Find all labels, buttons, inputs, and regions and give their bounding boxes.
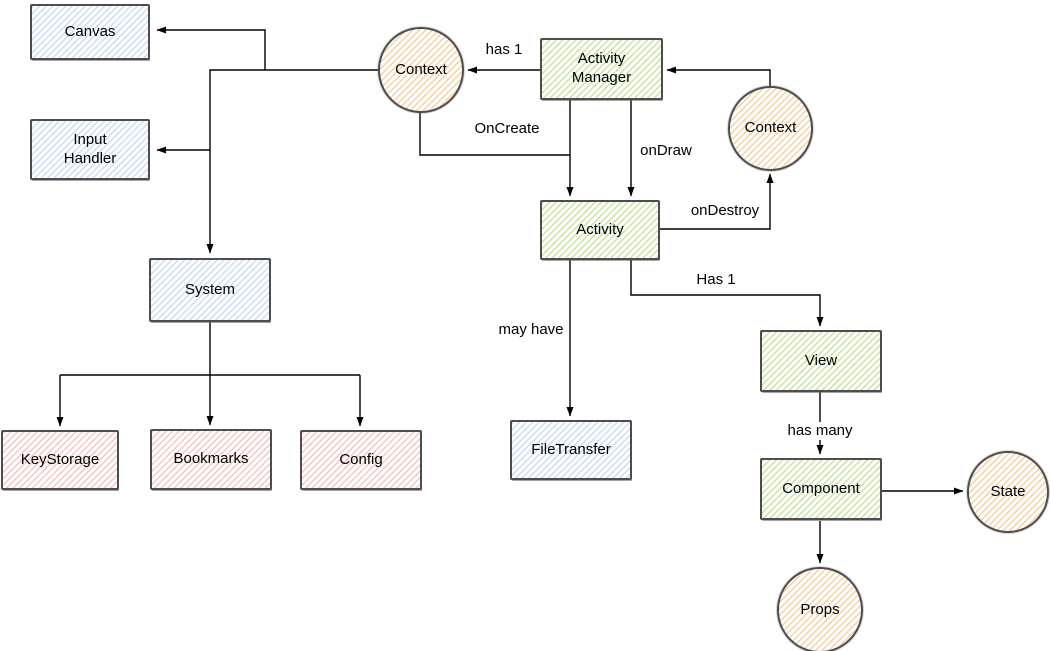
node-canvas-label: Canvas <box>64 22 116 40</box>
edge-context-to-system[interactable] <box>206 69 378 254</box>
node-view-label: View <box>804 351 838 369</box>
edge-label-ondestroy: onDestroy <box>687 202 763 220</box>
node-component-label: Component <box>782 479 860 497</box>
node-state-label: State <box>990 482 1026 500</box>
edge-label-has-1-view: Has 1 <box>693 271 739 289</box>
edge-context-oncreate[interactable] <box>419 113 570 156</box>
node-activity-label: Activity <box>576 220 624 238</box>
edge-context-to-activitymanager[interactable] <box>666 66 771 87</box>
node-state[interactable]: State <box>967 451 1049 533</box>
edge-label-may-have: may have <box>495 321 567 339</box>
node-config[interactable]: Config <box>300 430 422 490</box>
edge-activity-ondestroy-context[interactable] <box>660 173 774 230</box>
node-system-label: System <box>184 280 235 298</box>
edge-label-has-1: has 1 <box>482 41 526 59</box>
node-context-right-label: Context <box>744 119 797 137</box>
node-filetransfer[interactable]: FileTransfer <box>510 420 632 480</box>
node-component[interactable]: Component <box>760 458 882 520</box>
node-keystorage[interactable]: KeyStorage <box>1 430 119 490</box>
node-props[interactable]: Props <box>777 567 863 651</box>
node-bookmarks-label: Bookmarks <box>173 450 249 468</box>
node-system[interactable]: System <box>149 258 271 322</box>
edge-label-ondraw: onDraw <box>637 142 695 160</box>
node-context-left-label: Context <box>395 60 447 78</box>
node-activity-manager[interactable]: Activity Manager <box>540 38 663 100</box>
edge-activity-has1-view[interactable] <box>630 260 824 327</box>
node-keystorage-label: KeyStorage <box>20 450 100 468</box>
edge-label-oncreate: OnCreate <box>471 120 543 138</box>
edge-label-has-many: has many <box>784 422 856 440</box>
node-context-left[interactable]: Context <box>378 27 464 113</box>
node-bookmarks[interactable]: Bookmarks <box>150 429 272 490</box>
node-filetransfer-label: FileTransfer <box>531 440 611 458</box>
node-input-handler[interactable]: Input Handler <box>30 119 150 180</box>
node-config-label: Config <box>339 450 383 468</box>
node-view[interactable]: View <box>760 330 882 392</box>
node-context-right[interactable]: Context <box>728 86 813 171</box>
edge-to-canvas[interactable] <box>156 26 266 70</box>
node-props-label: Props <box>800 600 840 618</box>
node-input-handler-label: Input Handler <box>63 130 117 167</box>
node-canvas[interactable]: Canvas <box>30 4 150 60</box>
node-activity[interactable]: Activity <box>540 200 660 260</box>
node-activity-manager-label: Activity Manager <box>571 50 632 86</box>
